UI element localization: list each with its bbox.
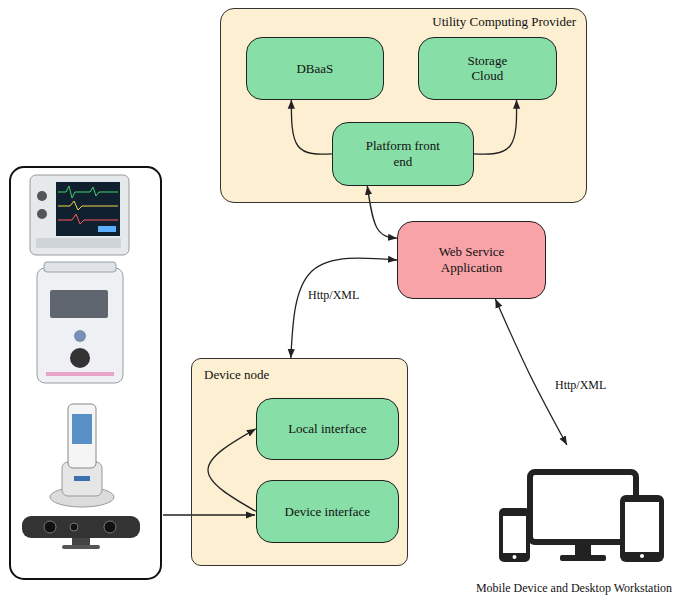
- provider-group: Utility Computing ProviderDBaaS Storage C…: [220, 8, 587, 203]
- node-label: Mobile Device and Desktop Workstation: [476, 581, 672, 597]
- group-fill: [220, 8, 587, 203]
- client-node: Mobile Device and Desktop Workstation: [456, 445, 692, 597]
- service-box: Platform front end: [332, 122, 474, 186]
- device-node-group: Device nodeLocal interfaceDevice interfa…: [191, 358, 408, 566]
- connector: [291, 100, 331, 154]
- input-wire: [163, 514, 255, 515]
- depth-sensor-icon: [22, 516, 140, 549]
- edge-label: Http/XML: [553, 378, 608, 393]
- edge-label: Http/XML: [306, 288, 361, 303]
- group-fill: [191, 358, 408, 566]
- device-panel: [10, 167, 161, 579]
- connector: [474, 100, 517, 154]
- node-label: Web Service Application: [417, 244, 527, 275]
- interface-box: Local interface: [256, 398, 399, 460]
- node-label: Local interface: [288, 421, 366, 437]
- handheld-device-icon: [50, 404, 114, 507]
- node-label: DBaaS: [296, 61, 333, 77]
- node-label: Device interface: [285, 504, 371, 520]
- connector: [495, 299, 567, 445]
- client-devices-icon: [499, 472, 664, 562]
- node-label: Device node: [204, 367, 269, 383]
- node-label: Utility Computing Provider: [432, 14, 576, 30]
- service-box: Storage Cloud: [418, 37, 557, 100]
- node-label: Storage Cloud: [452, 53, 522, 84]
- patient-monitor-icon: [30, 175, 129, 255]
- connector: [367, 186, 397, 238]
- connector: [291, 258, 397, 358]
- node-label: Platform front end: [363, 138, 443, 169]
- pump-device-icon: [37, 262, 123, 383]
- connector: [208, 429, 256, 512]
- service-box: DBaaS: [246, 37, 384, 100]
- web-service-box: Web Service Application: [397, 221, 546, 299]
- interface-box: Device interface: [256, 480, 399, 543]
